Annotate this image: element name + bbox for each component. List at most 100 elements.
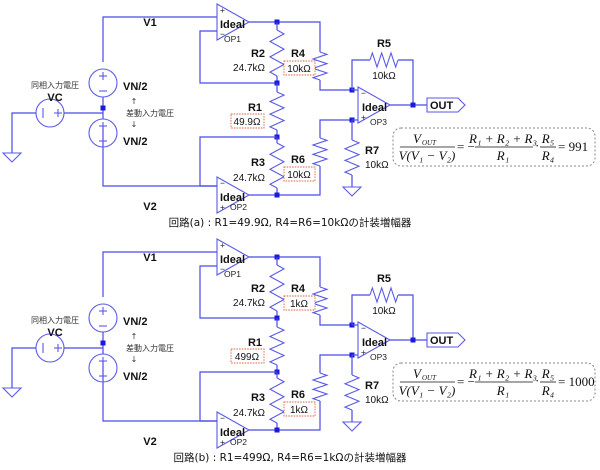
- eq-lhs-num-sub: OUT: [422, 374, 437, 382]
- circuit-b: V1V2同相入力電圧VCVN/2VN/2↑差動入力電圧↓+−IdealOP1R2…: [1, 238, 596, 464]
- label-r1: R1: [248, 102, 262, 114]
- label-out: OUT: [430, 335, 454, 347]
- wire: [319, 119, 350, 138]
- value-r7: 10kΩ: [365, 160, 389, 171]
- eq-rhs-den1: R₁: [496, 148, 509, 163]
- label-vc: VC: [47, 92, 62, 104]
- highlight-box: [283, 295, 316, 311]
- label-vc: VC: [47, 327, 62, 339]
- wire-op1-fb: [199, 30, 277, 84]
- label-r6: R6: [291, 389, 305, 401]
- plus-sign: +: [220, 202, 225, 212]
- eq-result: = 991: [558, 139, 588, 154]
- node-dot: [100, 340, 106, 346]
- wire-op2-fb: [199, 136, 277, 186]
- out-port: [426, 332, 466, 348]
- label-r4: R4: [291, 283, 306, 295]
- op1-name: OP1: [224, 269, 241, 279]
- op2-symbol: [216, 411, 251, 449]
- op1-model: Ideal: [220, 254, 245, 266]
- node-dot: [410, 337, 416, 343]
- value-r5: 10kΩ: [372, 71, 396, 82]
- wire-op2-out: [249, 166, 321, 196]
- op1-model: Ideal: [220, 19, 245, 31]
- op1-symbol: [216, 3, 251, 41]
- node-dot: [410, 102, 416, 108]
- wire: [319, 80, 350, 91]
- label-diff-desc: 差動入力電圧: [126, 343, 174, 353]
- ground-symbol: [341, 186, 363, 197]
- highlight-box: [283, 166, 316, 182]
- label-r5: R5: [377, 273, 391, 285]
- resistor-r6: [311, 137, 329, 167]
- label-r7: R7: [365, 145, 379, 157]
- eq-dot: ·: [535, 138, 539, 153]
- circuit-a: V1V2同相入力電圧VCVN/2VN/2↑差動入力電圧↓+−IdealOP1R2…: [1, 3, 596, 229]
- op3-model: Ideal: [362, 337, 387, 349]
- resistor-r3: [268, 142, 286, 189]
- wire-op2-out: [249, 401, 321, 431]
- arrow-down-icon: ↓: [131, 120, 138, 129]
- eq-lhs-num: V: [413, 366, 423, 381]
- eq-rhs-num1: R₁ + R₂ + R₃: [468, 366, 537, 381]
- resistor-r3: [268, 377, 286, 424]
- circuit-caption: 回路(a) : R1=49.9Ω, R4=R6=10kΩの計装増幅器: [169, 216, 412, 229]
- op2-model: Ideal: [220, 192, 245, 204]
- label-r2: R2: [251, 48, 265, 60]
- resistor-r6: [311, 372, 329, 402]
- highlight-box: [230, 348, 265, 364]
- eq-rhs-den2: R₄: [541, 148, 555, 163]
- wire-r5-right: [398, 294, 414, 340]
- label-r6: R6: [291, 154, 305, 166]
- value-r5: 10kΩ: [372, 306, 396, 317]
- minus-sign: −: [220, 29, 225, 39]
- wire-op1-out: [249, 256, 321, 287]
- eq-rhs-den1: R₁: [496, 383, 509, 398]
- label-diff-desc: 差動入力電圧: [126, 108, 174, 118]
- label-vn-top: VN/2: [123, 81, 147, 93]
- wire-v2: [102, 126, 217, 187]
- eq-equals-minus: = −: [457, 374, 475, 389]
- label-r3: R3: [251, 392, 265, 404]
- op3-name: OP3: [370, 352, 387, 362]
- value-r3: 24.7kΩ: [233, 408, 265, 419]
- out-port: [426, 97, 466, 113]
- eq-lhs-den: V(V₁ − V₂): [399, 148, 456, 163]
- wire-v2: [102, 361, 217, 422]
- plus-sign: +: [361, 112, 366, 122]
- value-r6: 1kΩ: [290, 405, 309, 416]
- wire-gnd: [11, 112, 36, 153]
- eq-rhs-num1: R₁ + R₂ + R₃: [468, 131, 537, 146]
- wire: [319, 354, 350, 373]
- wire-op1-fb: [199, 265, 277, 319]
- value-r3: 24.7kΩ: [233, 173, 265, 184]
- op2-name: OP2: [230, 202, 247, 212]
- ground-symbol: [1, 387, 23, 398]
- plus-sign: +: [361, 347, 366, 357]
- label-r3: R3: [251, 157, 265, 169]
- wire-r5-right: [398, 59, 414, 105]
- op2-model: Ideal: [220, 427, 245, 439]
- plus-sign: +: [220, 437, 225, 447]
- arrow-up-icon: ↑: [131, 332, 138, 341]
- eq-dot: ·: [535, 373, 539, 388]
- value-r4: 1kΩ: [290, 299, 309, 310]
- eq-rhs-num2: R₅: [541, 131, 554, 146]
- resistor-r7: [343, 139, 361, 176]
- resistor-r5: [369, 286, 399, 304]
- label-vn-bottom: VN/2: [123, 371, 147, 383]
- value-r7: 10kΩ: [365, 395, 389, 406]
- op2-symbol: [216, 176, 251, 214]
- circuit-caption: 回路(b) : R1=499Ω, R4=R6=1kΩの計装増幅器: [174, 451, 407, 464]
- label-r5: R5: [377, 38, 391, 50]
- label-vc-desc: 同相入力電圧: [31, 315, 79, 325]
- label-v1: V1: [143, 252, 156, 264]
- eq-equals-minus: = −: [457, 139, 475, 154]
- op1-name: OP1: [224, 34, 241, 44]
- label-vn-bottom: VN/2: [123, 136, 147, 148]
- minus-sign: −: [220, 413, 225, 423]
- wire-op2-fb: [199, 371, 277, 421]
- op3-model: Ideal: [362, 102, 387, 114]
